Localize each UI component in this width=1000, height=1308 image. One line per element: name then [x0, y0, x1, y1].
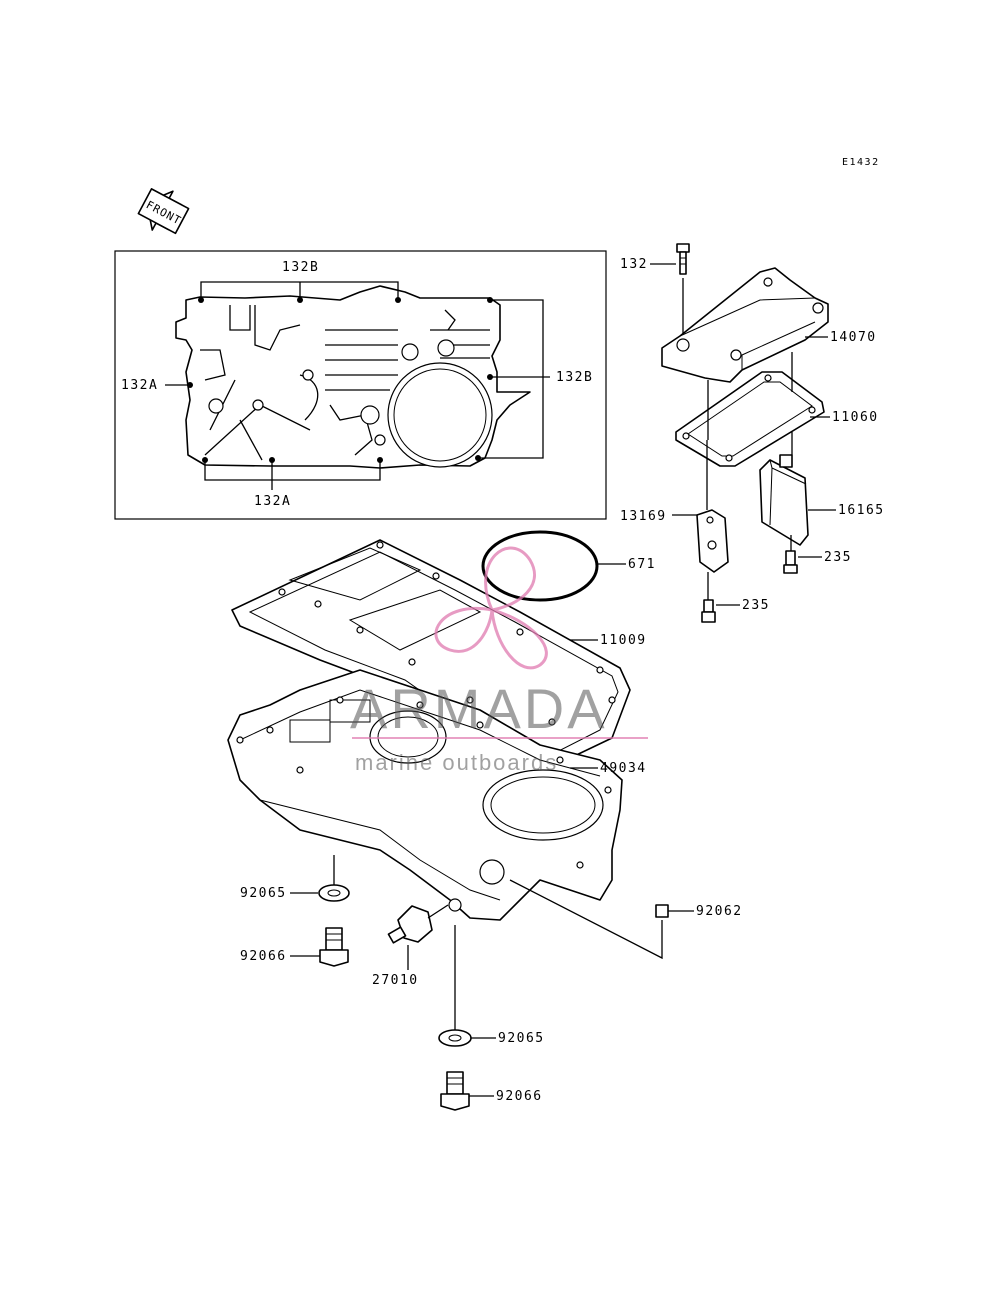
callout-92062: 92062: [696, 904, 743, 919]
bolt-235-lower: [701, 599, 716, 623]
callout-11009: 11009: [600, 633, 647, 648]
callout-92066-a: 92066: [240, 949, 287, 964]
callout-49034: 49034: [600, 761, 647, 776]
inset-leaders: [165, 281, 550, 490]
callout-132: 132: [620, 257, 648, 272]
callout-235-b: 235: [742, 598, 770, 613]
cover-14070: [661, 267, 829, 383]
bolt-132: [676, 243, 690, 275]
callout-92065-a: 92065: [240, 886, 287, 901]
callout-132A-bottom: 132A: [254, 494, 291, 509]
gasket-11060: [675, 371, 825, 467]
callout-27010: 27010: [372, 973, 419, 988]
watermark-tagline: marine outboards: [355, 750, 558, 775]
watermark-brand: ARMADA: [350, 677, 608, 740]
callout-11060: 11060: [832, 410, 879, 425]
washer-92065-left: [318, 884, 350, 902]
callout-235-a: 235: [824, 550, 852, 565]
propeller-icon: [434, 546, 548, 670]
callout-92066-b: 92066: [496, 1089, 543, 1104]
drain-plug-92066-lower: [440, 1071, 470, 1111]
callout-14070: 14070: [830, 330, 877, 345]
plate-16165: [759, 454, 809, 546]
stud-92062: [655, 904, 669, 918]
diagram-code: E1432: [842, 157, 880, 168]
bolt-235-right: [783, 550, 798, 574]
callout-132A-left: 132A: [121, 378, 158, 393]
callout-16165: 16165: [838, 503, 885, 518]
callout-13169: 13169: [620, 509, 667, 524]
callout-132B-top: 132B: [282, 260, 319, 275]
drain-plug-92066-left: [319, 927, 349, 967]
callout-671: 671: [628, 557, 656, 572]
armada-logo-watermark: ARMADA marine outboards: [350, 546, 648, 775]
callout-132B-right: 132B: [556, 370, 593, 385]
washer-92065-lower: [438, 1029, 472, 1047]
oil-pan-underside-view: [175, 285, 531, 469]
bracket-13169: [696, 509, 729, 573]
front-arrow-icon: FRONT: [137, 188, 190, 235]
switch-27010: [387, 905, 433, 944]
callout-92065-b: 92065: [498, 1031, 545, 1046]
oil-pan-49034: [227, 669, 623, 921]
o-ring-671: [481, 530, 599, 602]
inset-frame: [114, 250, 607, 520]
